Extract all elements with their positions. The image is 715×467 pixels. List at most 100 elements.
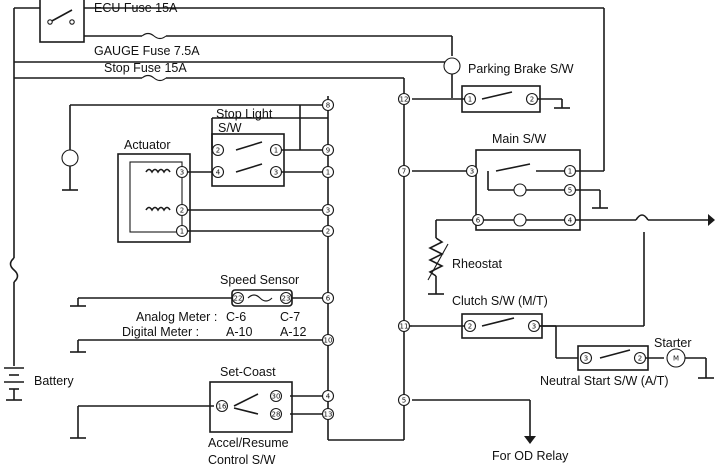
stop-light-lever-2 — [235, 163, 263, 173]
pin-label-ns3: 3 — [584, 355, 588, 363]
pin-cs30 — [269, 389, 283, 403]
label-analog-c7: C-7 — [280, 310, 300, 324]
label-actuator: Actuator — [124, 138, 171, 152]
pin-ns3 — [579, 351, 593, 365]
ecu-fuse-contact — [69, 19, 75, 25]
main-lamp-1 — [513, 183, 527, 197]
pin-label-cs28: 28 — [272, 411, 281, 419]
pin-ac2 — [175, 203, 189, 217]
od-arrow — [524, 436, 536, 444]
pin-label-c4: 4 — [326, 393, 331, 401]
actuator-coil-2 — [145, 206, 171, 212]
pin-label-r12: 12 — [400, 96, 409, 104]
label-control-sw: Control S/W — [208, 453, 276, 467]
pin-label-r11: 11 — [400, 323, 409, 331]
control-lever-1 — [233, 393, 259, 407]
gauge-fuse-symbol — [141, 32, 167, 40]
pin-ac1 — [175, 224, 189, 238]
neutral-lever — [599, 349, 631, 359]
pin-cs28 — [269, 407, 283, 421]
pin-r7 — [397, 164, 411, 178]
pin-label-m5: 5 — [568, 187, 572, 195]
pin-label-pb1: 1 — [468, 96, 472, 104]
label-analog-c6: C-6 — [226, 310, 246, 324]
pin-label-m1: 1 — [568, 168, 572, 176]
pin-cl2 — [463, 319, 477, 333]
wire-crossover — [635, 214, 649, 221]
pin-cl3 — [527, 319, 541, 333]
label-od-relay: For OD Relay — [492, 449, 569, 463]
pin-label-sl4: 4 — [216, 169, 221, 177]
pin-c4 — [321, 389, 335, 403]
pin-ss22 — [231, 291, 245, 305]
pin-c8 — [321, 98, 335, 112]
stop-fuse-symbol — [141, 74, 167, 82]
pin-label-sl1: 1 — [274, 147, 278, 155]
pin-sl1 — [269, 143, 283, 157]
pin-c13 — [321, 407, 335, 421]
cruise-indicator-lamp — [61, 149, 79, 167]
pin-label-m4: 4 — [568, 217, 573, 225]
stop-light-lever-1 — [235, 141, 263, 151]
label-stop-light-1: Stop Light — [216, 107, 273, 121]
fusible-link — [9, 257, 19, 283]
pin-label-r7: 7 — [402, 168, 406, 176]
rheostat-arrow — [427, 243, 449, 281]
pin-label-cl3: 3 — [532, 323, 536, 331]
label-main-sw: Main S/W — [492, 132, 546, 146]
pin-sl2 — [211, 143, 225, 157]
pin-pb1 — [463, 92, 477, 106]
ecu-fuse-box — [39, 0, 85, 43]
pin-c10 — [321, 333, 335, 347]
main-lamp-2 — [513, 213, 527, 227]
pin-ac3 — [175, 165, 189, 179]
pin-label-c8: 8 — [326, 102, 330, 110]
label-set-coast: Set-Coast — [220, 365, 276, 379]
label-digital-a10: A-10 — [226, 325, 252, 339]
pin-ss23 — [279, 291, 293, 305]
pin-label-c6: 6 — [326, 295, 331, 303]
pin-m3 — [465, 164, 479, 178]
label-ecu-fuse: ECU Fuse 15A — [94, 1, 178, 15]
label-rheostat: Rheostat — [452, 257, 503, 271]
pin-label-cs30: 30 — [272, 393, 281, 401]
pin-m4 — [563, 213, 577, 227]
main-lever — [495, 163, 531, 172]
ecu-fuse-switch — [49, 9, 73, 23]
pin-label-r5: 5 — [402, 397, 406, 405]
label-starter: Starter — [654, 336, 692, 350]
label-gauge-fuse: GAUGE Fuse 7.5A — [94, 44, 200, 58]
pin-label-c10: 10 — [324, 337, 333, 345]
actuator-coil-1 — [145, 168, 171, 174]
pin-label-c9: 9 — [326, 147, 330, 155]
pin-label-ac1: 1 — [180, 228, 184, 236]
actuator-inner — [129, 161, 183, 233]
pin-label-sl3: 3 — [274, 169, 278, 177]
pin-m6 — [471, 213, 485, 227]
control-lever-2 — [233, 407, 259, 415]
label-clutch-sw: Clutch S/W (M/T) — [452, 294, 548, 308]
pin-label-c1: 1 — [326, 169, 330, 177]
pin-label-ss23: 23 — [282, 295, 291, 303]
pin-sl3 — [269, 165, 283, 179]
label-parking-brake: Parking Brake S/W — [468, 62, 574, 76]
pin-label-st_m: M — [673, 355, 679, 363]
pin-r11 — [397, 319, 411, 333]
label-analog-meter: Analog Meter : — [136, 310, 217, 324]
pin-c2 — [321, 224, 335, 238]
speed-sensor-symbol — [247, 294, 273, 302]
stop-light-switch-box — [211, 133, 285, 187]
pin-label-ac2: 2 — [180, 207, 184, 215]
pin-label-m6: 6 — [476, 217, 481, 225]
parking-brake-lamp — [443, 57, 461, 75]
pin-c9 — [321, 143, 335, 157]
pin-label-m3: 3 — [470, 168, 474, 176]
rheostat-symbol — [428, 237, 444, 277]
pin-m1 — [563, 164, 577, 178]
pin-label-c2: 2 — [326, 228, 330, 236]
label-stop-fuse: Stop Fuse 15A — [104, 61, 187, 75]
label-digital-a12: A-12 — [280, 325, 306, 339]
label-digital-meter: Digital Meter : — [122, 325, 199, 339]
label-speed-sensor: Speed Sensor — [220, 273, 299, 287]
